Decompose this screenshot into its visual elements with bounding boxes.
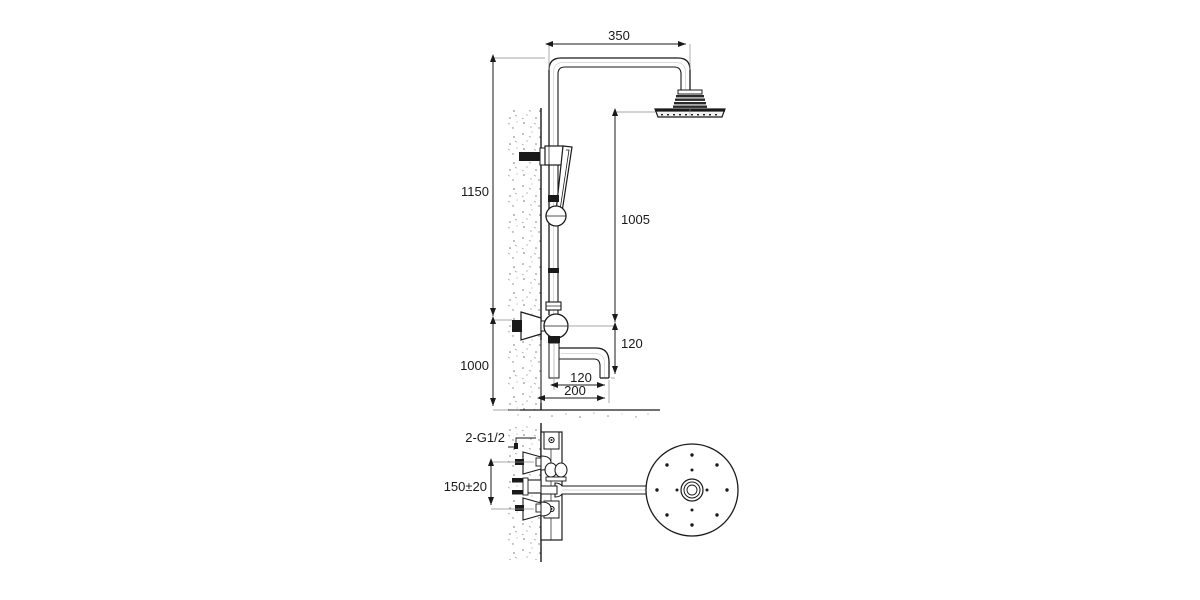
dimension-120h-label: 120 bbox=[570, 370, 592, 385]
dimension-120-horizontal: 120 bbox=[550, 370, 610, 390]
dimension-350: 350 bbox=[545, 28, 691, 70]
dimension-150-label: 150±20 bbox=[444, 479, 487, 494]
riser-gooseneck-tube bbox=[548, 57, 691, 315]
label-2G12-text: 2-G1/2 bbox=[465, 430, 505, 445]
bath-spout bbox=[559, 347, 610, 379]
floor-line bbox=[508, 409, 660, 418]
dimension-1000: 1000 bbox=[460, 316, 520, 411]
dimension-150-20: 150±20 bbox=[444, 458, 534, 510]
dimension-1000-label: 1000 bbox=[460, 358, 489, 373]
dimension-1150-label: 1150 bbox=[461, 184, 489, 199]
slide-rail-joints bbox=[545, 195, 562, 311]
dimension-120-vertical: 120 bbox=[611, 322, 643, 379]
mixer-valve-body bbox=[512, 311, 569, 379]
dimension-200: 200 bbox=[537, 340, 610, 403]
detail-shower-face-plate bbox=[645, 443, 739, 537]
dimension-120v-label: 120 bbox=[621, 336, 643, 351]
hand-shower bbox=[544, 145, 573, 213]
dimension-350-label: 350 bbox=[608, 28, 630, 43]
label-2-G1-2: 2-G1/2 bbox=[465, 430, 536, 449]
dimension-1005-label: 1005 bbox=[621, 212, 650, 227]
dimension-200-label: 200 bbox=[564, 383, 586, 398]
dimension-1005: 1005 bbox=[568, 108, 655, 327]
dimension-1150: 1150 bbox=[461, 54, 545, 321]
overhead-shower-head bbox=[654, 89, 726, 118]
hand-shower-holder bbox=[545, 205, 567, 227]
